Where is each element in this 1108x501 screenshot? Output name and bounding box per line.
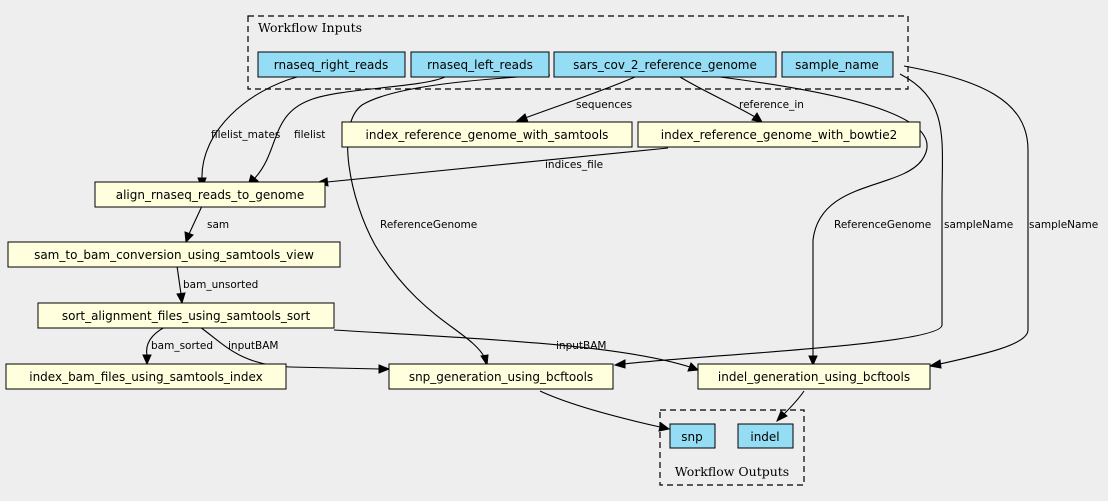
workflow-inputs-cluster: Workflow Inputs	[247, 15, 909, 90]
node-label: sam_to_bam_conversion_using_samtools_vie…	[34, 248, 314, 262]
workflow-inputs-label: Workflow Inputs	[258, 20, 362, 35]
node-indel-output[interactable]: indel	[737, 423, 794, 449]
edge-label-bam-unsorted: bam_unsorted	[183, 279, 258, 291]
edge-sample-name-to-indel	[903, 65, 1029, 369]
edge-label-indices-file: indices_file	[545, 159, 603, 171]
node-index-bam-files[interactable]: index_bam_files_using_samtools_index	[5, 363, 287, 390]
node-indel-generation[interactable]: indel_generation_using_bcftools	[697, 363, 931, 390]
node-label: sample_name	[795, 58, 879, 72]
edge-genome-to-bowtie2-index	[679, 76, 763, 123]
edge-sort-to-indel	[333, 329, 700, 372]
node-label: sort_alignment_files_using_samtools_sort	[62, 309, 311, 323]
node-rnaseq-right-reads[interactable]: rnaseq_right_reads	[257, 51, 406, 78]
edge-label-input-bam-snp: inputBAM	[228, 340, 278, 352]
node-rnaseq-left-reads[interactable]: rnaseq_left_reads	[410, 51, 550, 78]
node-label: snp	[681, 430, 702, 444]
node-label: align_rnaseq_reads_to_genome	[116, 188, 305, 202]
node-label: sars_cov_2_reference_genome	[573, 58, 757, 72]
workflow-outputs-label: Workflow Outputs	[675, 464, 789, 479]
edge-indel-gen-to-indel-output	[776, 390, 805, 423]
node-align-rnaseq-reads-to-genome[interactable]: align_rnaseq_reads_to_genome	[94, 181, 326, 208]
edge-align-to-sam-conversion	[184, 205, 203, 244]
node-label: rnaseq_right_reads	[274, 58, 388, 72]
node-sample-name[interactable]: sample_name	[781, 51, 894, 78]
node-label: index_reference_genome_with_bowtie2	[661, 128, 897, 142]
node-index-reference-genome-with-bowtie2[interactable]: index_reference_genome_with_bowtie2	[637, 121, 921, 148]
node-sam-to-bam-conversion[interactable]: sam_to_bam_conversion_using_samtools_vie…	[7, 241, 341, 268]
edge-sam-to-sort	[176, 265, 186, 305]
edge-label-sample-name-snp: sampleName	[944, 219, 1013, 231]
edge-genome-to-samtools-index	[514, 76, 636, 123]
edge-label-sam: sam	[207, 219, 229, 231]
edge-label-reference-genome-indel: ReferenceGenome	[834, 219, 931, 231]
edge-label-reference-genome-snp: ReferenceGenome	[380, 219, 477, 231]
edge-label-sample-name-indel: sampleName	[1029, 219, 1098, 231]
edge-label-input-bam-indel: inputBAM	[556, 340, 606, 352]
edge-label-sequences: sequences	[576, 99, 632, 111]
edge-sample-name-to-snp	[613, 73, 944, 369]
edge-genome-to-snp	[347, 74, 551, 367]
edge-label-filelist-mates: filelist_mates	[211, 129, 280, 141]
edge-genome-to-indel	[719, 76, 928, 367]
edge-label-filelist: filelist	[294, 129, 325, 141]
node-label: snp_generation_using_bcftools	[409, 370, 593, 384]
edge-sort-to-index-bam	[142, 326, 166, 366]
node-label: index_bam_files_using_samtools_index	[29, 370, 263, 384]
workflow-outputs-cluster: Workflow Outputs	[659, 409, 805, 486]
node-label: index_reference_genome_with_samtools	[366, 128, 609, 142]
edge-label-reference-in: reference_in	[739, 99, 804, 111]
node-snp-generation[interactable]: snp_generation_using_bcftools	[388, 363, 614, 390]
edge-label-bam-sorted: bam_sorted	[151, 340, 213, 352]
node-label: indel_generation_using_bcftools	[718, 370, 910, 384]
node-label: indel	[750, 430, 779, 444]
edge-bowtie2-to-align	[315, 147, 669, 187]
node-label: rnaseq_left_reads	[427, 58, 533, 72]
edge-snp-gen-to-snp-output	[539, 390, 671, 432]
node-sort-alignment-files[interactable]: sort_alignment_files_using_samtools_sort	[37, 302, 335, 329]
node-sars-cov-2-reference-genome[interactable]: sars_cov_2_reference_genome	[553, 51, 777, 78]
node-snp-output[interactable]: snp	[669, 423, 716, 449]
node-index-reference-genome-with-samtools[interactable]: index_reference_genome_with_samtools	[341, 121, 633, 148]
